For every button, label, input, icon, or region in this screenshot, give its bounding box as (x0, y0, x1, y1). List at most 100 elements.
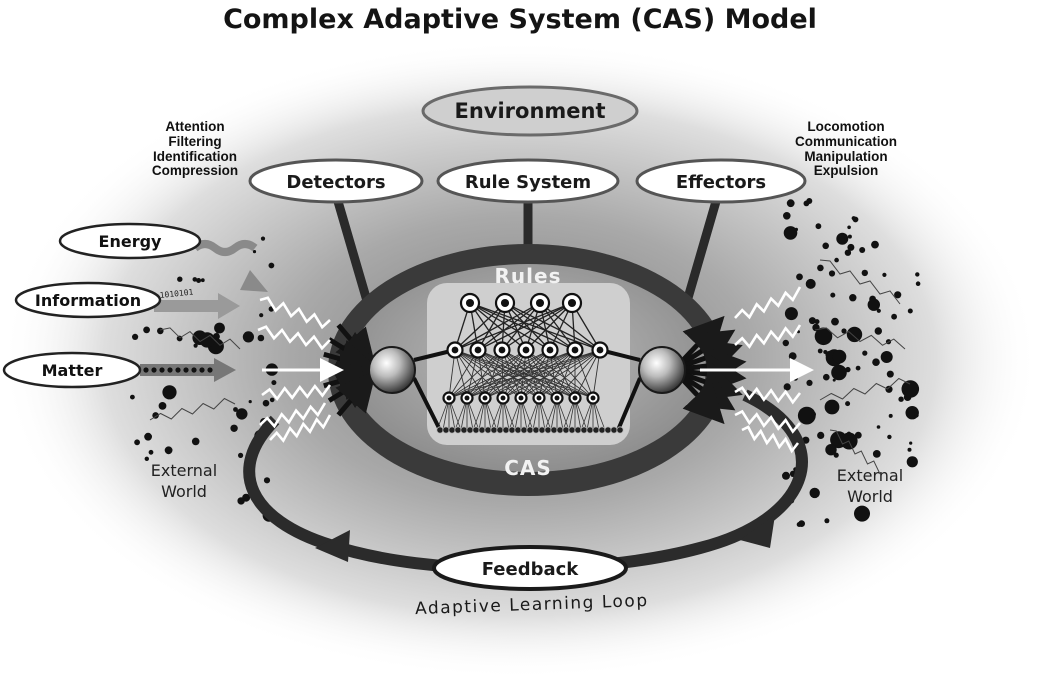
network-bead (448, 426, 456, 434)
matter-pill: Matter (2, 351, 142, 389)
output-particle (808, 317, 816, 325)
detector-hub-sphere (368, 346, 416, 394)
network-node-middle-core (451, 346, 459, 354)
network-bead (616, 426, 624, 434)
network-bead (568, 426, 576, 434)
network-bead (472, 426, 480, 434)
network-wire (484, 349, 601, 399)
input-particle (144, 432, 153, 441)
output-signal-zigzag (734, 324, 802, 349)
output-signal-zigzag (734, 385, 802, 405)
network-node-lower-core (482, 395, 488, 401)
input-particle (193, 343, 198, 348)
input-particle (214, 322, 225, 334)
output-particle (806, 198, 813, 204)
network-bead (496, 426, 504, 434)
effector-process-list: Locomotion Communication Manipulation Ex… (795, 119, 897, 178)
output-particle-link (814, 327, 906, 350)
input-particle (268, 262, 275, 269)
matter-particle (183, 367, 189, 373)
output-particle (824, 518, 830, 524)
output-particle (915, 272, 920, 277)
network-wire (520, 349, 576, 399)
output-particle (849, 294, 857, 302)
output-particle (783, 383, 791, 391)
output-particle (844, 249, 852, 256)
network-bead (478, 426, 486, 434)
output-particle (814, 319, 820, 325)
energy-pill: Energy (58, 222, 202, 260)
output-particle (805, 278, 816, 289)
effector-process-item: Communication (795, 134, 897, 149)
input-particle (191, 437, 200, 446)
network-bead (454, 426, 462, 434)
detector-process-item: Compression (152, 163, 238, 178)
network-wire (538, 349, 576, 399)
right-particle-cloud (782, 198, 921, 527)
network-wire (525, 349, 594, 399)
network-node-top-core (535, 298, 545, 308)
network-wire (448, 349, 576, 399)
network-bead (442, 426, 450, 434)
output-particle (882, 272, 887, 277)
output-particle (832, 349, 847, 364)
matter-particle (143, 367, 149, 373)
matter-particle (159, 367, 165, 373)
matter-particle (207, 367, 213, 373)
external-world-left-line-2: World (161, 482, 207, 501)
output-particle (880, 351, 893, 363)
output-particle (885, 385, 893, 393)
network-wire (448, 349, 527, 399)
output-particle (854, 505, 870, 522)
output-particle (855, 365, 861, 371)
network-bead (484, 426, 492, 434)
output-particle (828, 270, 836, 277)
network-node-top-core (465, 298, 475, 308)
network-bead (562, 426, 570, 434)
network-node-lower-core (518, 395, 524, 401)
information-label: Information (35, 291, 141, 310)
network-wire (448, 349, 479, 399)
feedback-label: Feedback (482, 559, 580, 580)
input-particle (271, 380, 277, 386)
output-particle (794, 227, 798, 232)
network-wire (502, 349, 551, 399)
matter-particle-stream (143, 367, 213, 373)
output-particle (914, 412, 919, 418)
network-node-middle-core (474, 346, 482, 354)
input-signal-zigzag (257, 325, 331, 351)
output-particle (783, 212, 791, 220)
input-particle (196, 278, 202, 283)
network-bead (532, 426, 540, 434)
output-particle (862, 350, 868, 356)
input-particle (257, 334, 265, 342)
output-particle (901, 380, 920, 398)
output-particle (907, 308, 913, 314)
output-particle (817, 431, 825, 439)
feedback-pill: Feedback (432, 545, 628, 591)
network-node-top-core (567, 298, 577, 308)
detector-process-item: Identification (153, 149, 237, 164)
network-bead (502, 426, 510, 434)
network-wire (477, 349, 504, 399)
network-bead (514, 426, 522, 434)
output-particle-link (819, 377, 911, 401)
output-particle (798, 520, 805, 527)
input-particle (130, 394, 135, 400)
network-bead (598, 426, 606, 434)
input-particle (233, 407, 238, 412)
network-wire (477, 302, 541, 351)
external-world-right-line-1: External (837, 466, 903, 485)
network-wire (520, 349, 601, 399)
information-binary-stream: 1010101 (159, 287, 194, 299)
output-particle (876, 308, 881, 313)
network-node-lower-core (536, 395, 542, 401)
input-particle (236, 408, 248, 420)
network-wire (466, 349, 551, 399)
network-wire (454, 302, 541, 351)
output-particle (851, 216, 856, 221)
output-particle (859, 247, 866, 253)
network-wire (448, 349, 551, 399)
output-particle (909, 441, 913, 445)
